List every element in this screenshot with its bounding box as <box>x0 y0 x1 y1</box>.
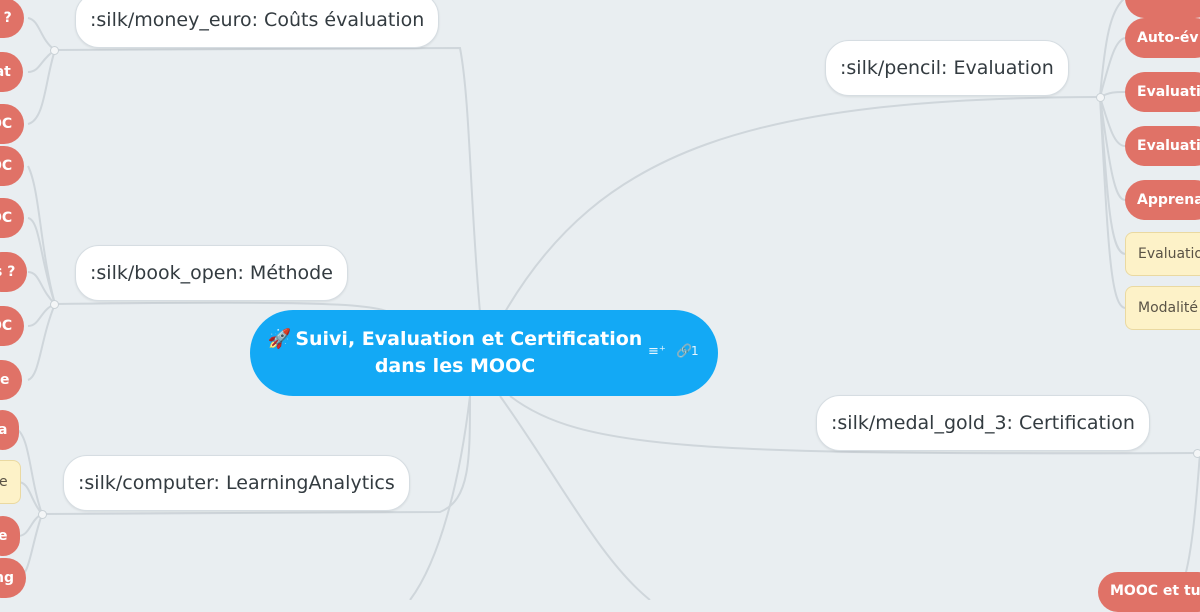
central-topic[interactable]: 🚀Suivi, Evaluation et Certification dans… <box>250 310 718 396</box>
central-topic-title: 🚀Suivi, Evaluation et Certification dans… <box>267 328 643 377</box>
leaf-node[interactable]: de <box>0 360 22 400</box>
notes-icon[interactable]: ≡⁺ <box>648 344 666 359</box>
topic-learning-analytics[interactable]: :silk/computer: LearningAnalytics <box>63 455 410 511</box>
leaf-node[interactable]: Apprena <box>1125 180 1200 220</box>
topic-methode[interactable]: :silk/book_open: Méthode <box>75 245 348 301</box>
link-icon[interactable]: 🔗 <box>676 344 693 359</box>
junction-dot <box>38 510 47 519</box>
junction-dot <box>1096 93 1105 102</box>
leaf-note-node[interactable]: Evaluatio <box>1125 232 1200 276</box>
topic-evaluation[interactable]: :silk/pencil: Evaluation <box>825 40 1069 96</box>
topic-couts-evaluation[interactable]: :silk/money_euro: Coûts évaluation <box>75 0 440 48</box>
topic-certification[interactable]: :silk/medal_gold_3: Certification <box>816 395 1150 451</box>
leaf-note-node[interactable]: Modalité <box>1125 286 1200 330</box>
leaf-node[interactable]: Auto-év <box>1125 18 1200 58</box>
leaf-node[interactable]: MOOC et tu <box>1098 572 1200 612</box>
rocket-icon: 🚀 <box>267 328 292 350</box>
junction-dot <box>50 46 59 55</box>
leaf-node[interactable]: Evaluatio <box>1125 126 1200 166</box>
leaf-node[interactable]: Evaluatio <box>1125 72 1200 112</box>
junction-dot <box>50 300 59 309</box>
leaf-node[interactable]: a <box>0 410 20 450</box>
link-count: 1 <box>691 344 699 358</box>
leaf-node[interactable]: tat <box>0 52 23 92</box>
leaf-note-node[interactable]: e <box>0 460 21 504</box>
leaf-node[interactable] <box>1125 0 1200 18</box>
leaf-node[interactable]: t ? <box>0 0 24 38</box>
leaf-node[interactable]: e <box>0 516 20 556</box>
junction-dot <box>1193 449 1200 458</box>
